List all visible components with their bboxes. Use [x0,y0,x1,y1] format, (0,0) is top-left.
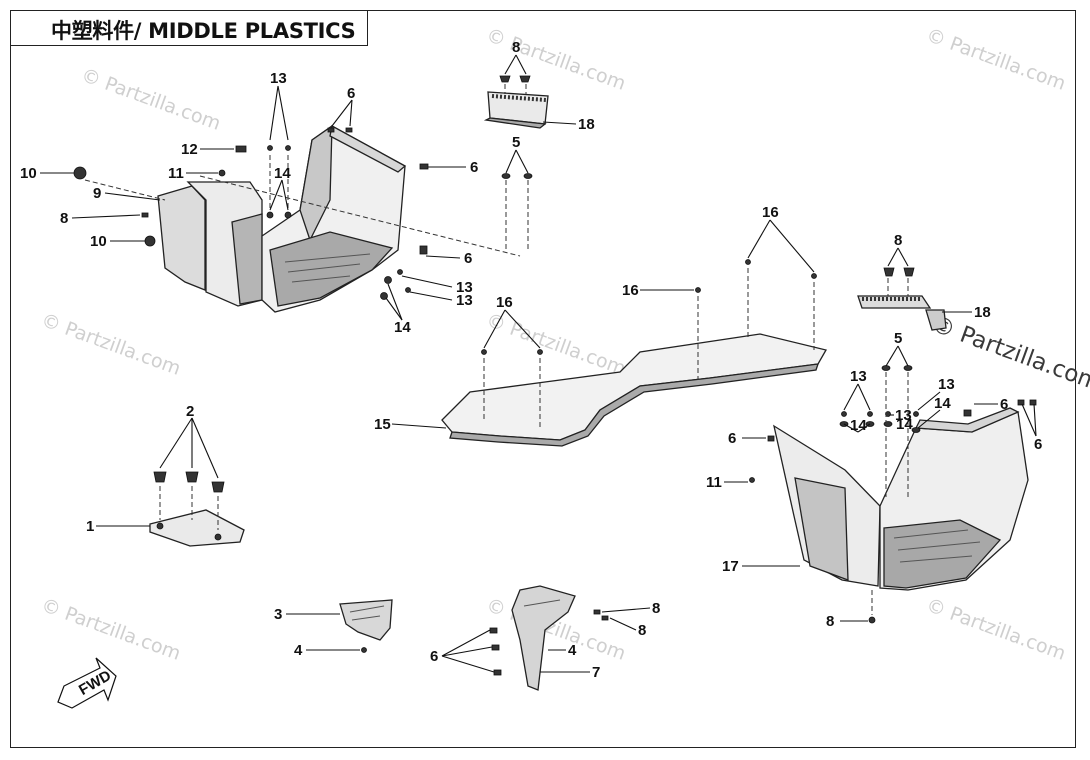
callout-13: 13 [850,368,867,385]
callout-18: 18 [974,304,991,321]
callout-10: 10 [20,165,37,182]
callout-6: 6 [1034,436,1042,453]
watermark: © Partzilla.com [38,309,183,380]
callout-8: 8 [652,600,660,617]
callout-6: 6 [464,250,472,267]
callout-13: 13 [895,407,912,424]
left-floorboard-part [157,124,407,313]
callout-13: 13 [270,70,287,87]
callout-11: 11 [706,474,722,491]
title-box: 中塑料件/ MIDDLE PLASTICS [10,10,368,46]
callout-16: 16 [762,204,779,221]
watermark: © Partzilla.com [78,64,223,135]
panel-7-part [511,585,576,691]
callout-14: 14 [934,395,951,412]
callout-14: 14 [274,165,291,182]
callout-4: 4 [568,642,577,659]
watermark: © Partzilla.com [483,309,628,380]
callout-13: 13 [456,279,473,296]
fwd-arrow: FWD [57,657,117,709]
callout-8: 8 [638,622,646,639]
callout-10: 10 [90,233,107,250]
callout-8: 8 [60,210,68,227]
callouts: 10 9 8 10 11 12 13 14 6 6 6 13 13 14 8 1… [20,39,1042,681]
callout-14: 14 [896,416,913,433]
callout-13: 13 [456,292,473,309]
callout-3: 3 [274,606,282,623]
callout-16: 16 [622,282,639,299]
callout-15: 15 [374,416,391,433]
right-floorboard-part [773,407,1029,591]
watermark: © Partzilla.com [923,24,1068,95]
cover-3-part [339,599,393,641]
footrest-top-part [483,91,549,129]
callout-11: 11 [168,165,184,182]
alignment-lines [84,84,909,615]
callout-8: 8 [894,232,902,249]
callout-14: 14 [394,319,411,336]
diagram-frame [10,10,1076,748]
callout-5: 5 [512,134,520,151]
callout-1: 1 [86,518,94,535]
callout-6: 6 [728,430,736,447]
callout-6: 6 [430,648,438,665]
callout-12: 12 [181,141,198,158]
callout-17: 17 [722,558,739,575]
callout-2: 2 [186,403,194,420]
callout-4: 4 [294,642,303,659]
footrest-right-part [857,295,947,331]
callout-14: 14 [850,417,867,434]
center-tunnel-part [441,333,827,447]
callout-9: 9 [93,185,101,202]
callout-6: 6 [347,85,355,102]
bracket-part [149,509,245,547]
callout-13: 13 [938,376,955,393]
page-title: 中塑料件/ MIDDLE PLASTICS [51,19,356,43]
callout-18: 18 [578,116,595,133]
callout-5: 5 [894,330,902,347]
callout-16: 16 [496,294,513,311]
watermark: © Partzilla.com [923,594,1068,665]
callout-6: 6 [470,159,478,176]
watermark: © Partzilla.com [38,594,183,665]
callout-6: 6 [1000,396,1008,413]
callout-8: 8 [826,613,834,630]
callout-8: 8 [512,39,520,56]
callout-7: 7 [592,664,600,681]
leader-lines [40,54,1037,673]
